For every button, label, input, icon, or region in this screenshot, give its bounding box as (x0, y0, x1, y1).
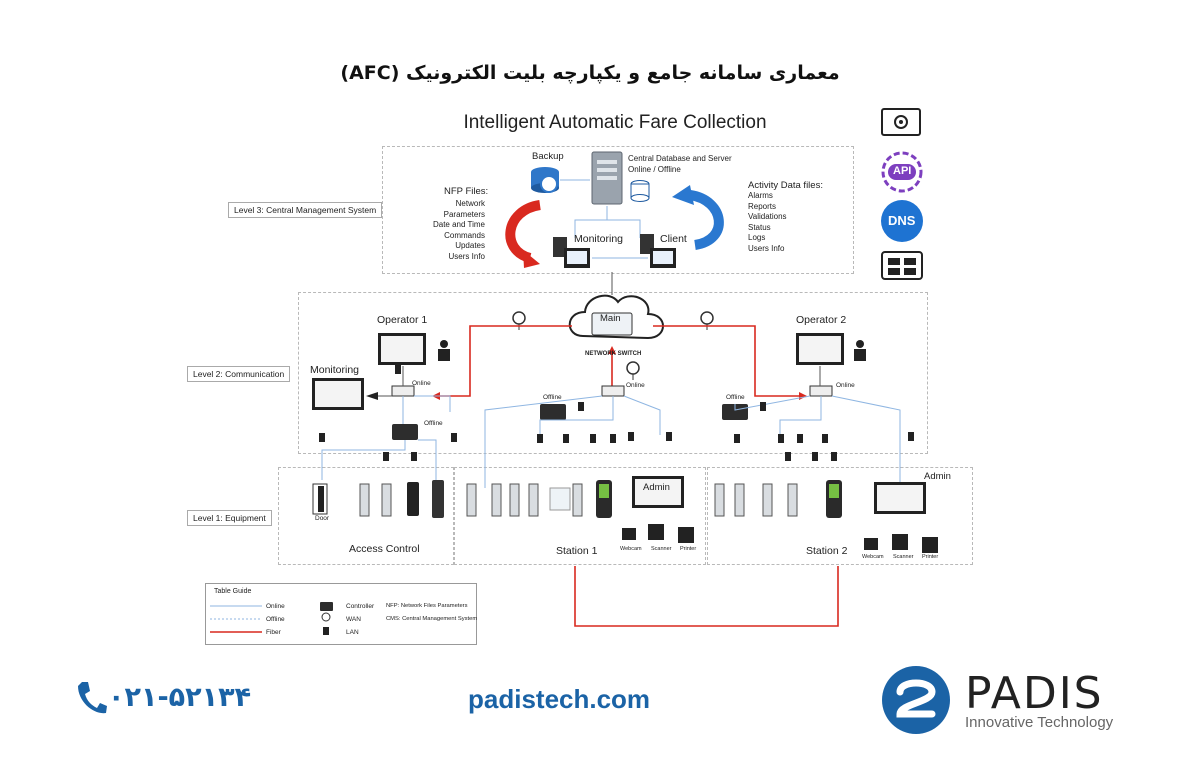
nfp-item: Parameters (443, 209, 485, 219)
level2-label: Level 2: Communication (187, 366, 291, 382)
table-guide: Table Guide Online Offline Fiber Control… (205, 583, 477, 645)
nfp-item: Updates (455, 241, 485, 250)
guide-controller: Controller (346, 603, 375, 610)
server-mode-label: Online / Offline (628, 165, 681, 174)
nfp-title: NFP Files: (444, 186, 489, 197)
brand-tagline: Innovative Technology (965, 714, 1114, 731)
monitoring-label: Monitoring (574, 233, 624, 245)
offline-label: Offline (726, 394, 745, 401)
guide-online: Online (266, 603, 285, 610)
level3-box (382, 146, 854, 274)
wan-globe-right (700, 311, 714, 330)
activity-item: Status (748, 222, 771, 232)
server-rack-icon (881, 251, 923, 280)
operator2-label: Operator 2 (796, 314, 847, 326)
api-icon (881, 151, 923, 193)
api-icon-label: API (893, 165, 912, 177)
door-label: Door (315, 515, 330, 522)
padis-logo-icon (882, 666, 950, 734)
access-control-label: Access Control (349, 543, 420, 555)
operator1-label: Operator 1 (377, 314, 428, 326)
printer-label: Printer (922, 554, 939, 560)
client-workstation (640, 234, 676, 268)
webcam-label: Webcam (862, 554, 884, 560)
main-switch-label: Main (600, 313, 621, 324)
phone-icon (78, 682, 107, 714)
guide-fiber: Fiber (266, 629, 281, 636)
activity-list: Alarms Reports Validations Status Logs U… (748, 191, 787, 254)
guide-title: Table Guide (214, 588, 252, 595)
dns-icon-label: DNS (888, 213, 916, 228)
gear-screen-icon (881, 108, 921, 136)
guide-wan: WAN (346, 616, 361, 623)
offline-label: Offline (543, 394, 562, 401)
activity-item: Logs (748, 233, 766, 242)
online-label: Online (626, 382, 645, 389)
level2-box (298, 292, 928, 454)
nfp-item: Date and Time (432, 220, 485, 229)
printer-label: Printer (680, 546, 697, 552)
guide-nfp: NFP: Network Files Parameters (386, 603, 468, 609)
monitoring-workstation (553, 237, 590, 268)
activity-item: Validations (748, 212, 787, 221)
activity-item: Users Info (748, 243, 785, 253)
guide-offline: Offline (266, 616, 285, 623)
diagram-title: Intelligent Automatic Fare Collection (463, 112, 767, 133)
brand-name: PADIS (965, 668, 1104, 719)
activity-item: Alarms (748, 191, 773, 200)
access-control-box (278, 467, 454, 565)
activity-item: Reports (748, 201, 777, 211)
wan-globe-left (512, 311, 526, 330)
nfp-item: Users Info (448, 251, 485, 261)
nfp-list: Network Parameters Date and Time Command… (410, 199, 485, 262)
persian-title: معماری سامانه جامع و یکپارچه بلیت الکترو… (340, 62, 840, 84)
station1-label: Station 1 (556, 545, 598, 557)
dns-icon (881, 200, 923, 242)
phone-number[interactable]: ۰۲۱-۵۲۱۳۴ (108, 682, 252, 713)
backup-icon (531, 167, 559, 193)
guide-lan: LAN (346, 629, 359, 636)
activity-title: Activity Data files: (748, 180, 823, 191)
level1-label: Level 1: Equipment (187, 510, 272, 526)
offline-label: Offline (424, 420, 443, 427)
backup-label: Backup (532, 151, 564, 162)
client-label: Client (660, 233, 687, 245)
server-icon (591, 151, 650, 205)
online-label: Online (412, 380, 431, 387)
webcam-label: Webcam (620, 546, 642, 552)
monitoring-station-label: Monitoring (310, 364, 360, 376)
station2-label: Station 2 (806, 545, 848, 557)
admin-label: Admin (643, 482, 670, 493)
server-label: Central Database and Server (628, 154, 732, 163)
nfp-item: Network (455, 199, 485, 208)
network-switch-label: NETWORK SWITCH (585, 351, 642, 357)
station1-box (454, 467, 706, 565)
scanner-label: Scanner (651, 546, 672, 552)
online-label: Online (836, 382, 855, 389)
website-link[interactable]: padistech.com (468, 684, 651, 714)
level3-label: Level 3: Central Management System (228, 202, 383, 218)
scanner-label: Scanner (893, 554, 914, 560)
station2-box (707, 467, 973, 565)
nfp-item: Commands (444, 230, 485, 240)
wan-globe-center (626, 361, 640, 380)
admin-label: Admin (924, 471, 951, 482)
guide-cms: CMS: Central Management System (386, 616, 478, 622)
